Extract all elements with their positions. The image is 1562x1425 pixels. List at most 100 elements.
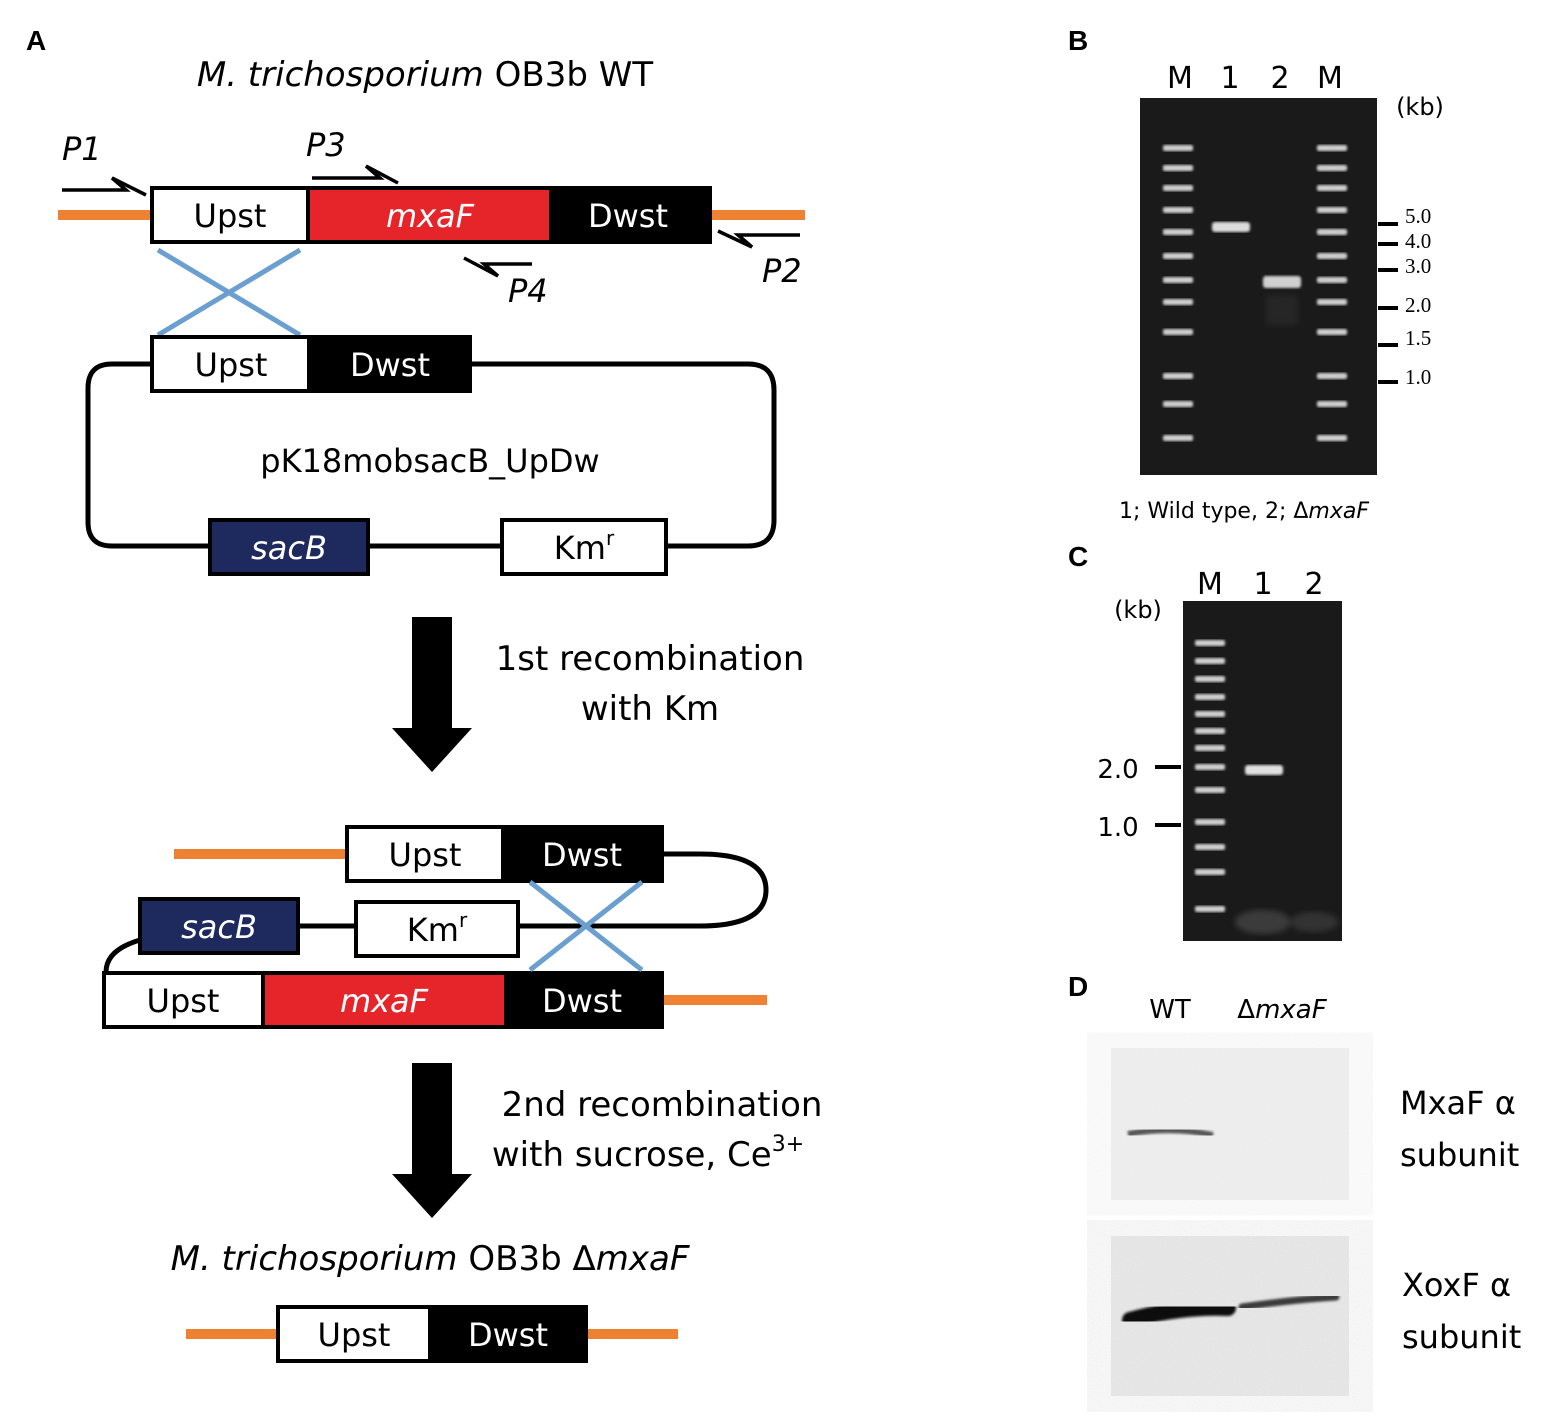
primer-p3-label: P3: [306, 126, 346, 164]
int-mxaf-box: [261, 971, 508, 1029]
gel-c-marker-1: 1.0: [1097, 813, 1138, 843]
dwst-box: [549, 186, 712, 244]
sacb-box: [208, 518, 370, 576]
gel-b-ladder-right-band: [1317, 435, 1347, 441]
plasmid-upst-label: Upst: [195, 346, 268, 384]
blot-col-mut: ΔmxaF: [1237, 995, 1327, 1025]
primer-p4-label: P4: [508, 272, 548, 310]
gel-c-ladder-band: [1195, 694, 1225, 700]
blot-row2-label-2: subunit: [1402, 1318, 1521, 1356]
gel-c-ladder-band: [1195, 676, 1225, 682]
primer-p2-arrow: [717, 229, 800, 249]
step1-line1: 1st recombination: [496, 639, 805, 679]
gel-c-ladder-band: [1195, 819, 1225, 825]
gel-b-marker-3: 3.0: [1405, 254, 1431, 278]
gel-b-caption: 1; Wild type, 2; ΔmxaF: [1119, 499, 1369, 524]
plasmid: Upst Dwst pK18mobsacB_UpDw sacB Kmr: [85, 335, 777, 576]
gel-b-ladder-right-band: [1317, 401, 1347, 407]
blot-mxaf-band-wt: [1127, 1127, 1214, 1138]
gel-c-unit: (kb): [1114, 596, 1162, 624]
step2-line1: 2nd recombination: [502, 1085, 823, 1125]
step-arrow-1: [392, 617, 472, 772]
gel-c-lane-m: M: [1197, 567, 1223, 602]
int-upst2-label: Upst: [147, 982, 220, 1020]
gel-c-ladder: [1195, 640, 1225, 912]
crossover-1: [156, 247, 302, 338]
gel-b-ladder-right-band: [1317, 207, 1347, 213]
plasmid-upst-box: [150, 335, 311, 393]
gel-c-ladder-band: [1195, 658, 1225, 664]
gel-b-ladder-right-band: [1317, 329, 1347, 335]
int-dwst2-box: [504, 971, 664, 1029]
step1-line2: with Km: [581, 689, 719, 729]
gel-c-ladder-band: [1195, 869, 1225, 875]
int-mxaf-label: mxaF: [340, 982, 429, 1020]
blot-row2-label-1: XoxF α: [1402, 1266, 1511, 1304]
blot-col-wt: WT: [1149, 995, 1191, 1025]
gel-b-ladder-left-band: [1163, 253, 1193, 259]
dwst-label: Dwst: [588, 197, 668, 235]
int-kmr-box: [354, 900, 520, 958]
panel-c: C M 1 2 (kb) 2.0 1.0: [1068, 541, 1342, 941]
gel-b-marker-1-5: 1.5: [1405, 326, 1431, 350]
panel-label-c: C: [1068, 541, 1088, 572]
gel-b-lane-m1: M: [1167, 61, 1193, 96]
int-dwst2-label: Dwst: [542, 982, 622, 1020]
gel-b-ladder-left-band: [1163, 277, 1193, 283]
int-sacb-box: [138, 897, 300, 955]
blot-xoxf-band-mut: [1238, 1293, 1340, 1311]
primer-p2-label: P2: [762, 252, 802, 290]
integrated-construct: Upst Dwst sacB Kmr Upst mxaF Dwst: [102, 825, 769, 1029]
gel-b-unit: (kb): [1396, 93, 1444, 121]
gel-c-ladder-band: [1195, 844, 1225, 850]
gel-b-lane-1: 1: [1220, 61, 1239, 96]
int-upst-label: Upst: [389, 836, 462, 874]
gel-b-ladder-left-band: [1163, 145, 1193, 151]
int-dwst-label: Dwst: [542, 836, 622, 874]
gel-b-ladder-left-band: [1163, 373, 1193, 379]
blot-row1-label-1: MxaF α: [1400, 1084, 1516, 1122]
mut-upst-label: Upst: [318, 1316, 391, 1354]
mut-dwst-box: [428, 1305, 588, 1363]
gel-c-ladder-band: [1195, 711, 1225, 717]
sacb-label: sacB: [251, 529, 327, 567]
gel-b-ladder-right-band: [1317, 165, 1347, 171]
gel-b-lane-m2: M: [1317, 61, 1343, 96]
primer-p1-arrow: [62, 176, 147, 197]
panel-d: D WT ΔmxaF MxaF α subunit XoxF α subunit: [1068, 971, 1521, 1396]
gel-b-ladder-right-band: [1317, 277, 1347, 283]
gel-c-ladder-band: [1195, 640, 1225, 646]
gel-b-ladder-right-band: [1317, 253, 1347, 259]
gel-b-band-wt: [1212, 222, 1250, 232]
int-upst2-box: [102, 971, 265, 1029]
panel-label-a: A: [26, 25, 46, 56]
plasmid-name: pK18mobsacB_UpDw: [260, 442, 599, 480]
gel-b-ladder-left-band: [1163, 229, 1193, 235]
mutant-locus: Upst Dwst: [186, 1305, 678, 1363]
mxaf-label: mxaF: [386, 197, 475, 235]
gel-b-band-mut: [1263, 276, 1301, 288]
panel-label-b: B: [1068, 25, 1088, 56]
gel-b-ladder-left-band: [1163, 299, 1193, 305]
blot-xoxf-band-wt: [1122, 1299, 1236, 1328]
gel-b-ladder-right-band: [1317, 373, 1347, 379]
gel-b-lane-2: 2: [1270, 61, 1289, 96]
gel-b-ladder-right-band: [1317, 145, 1347, 151]
gel-c-ladder-band: [1195, 728, 1225, 734]
gel-c-ladder-band: [1195, 906, 1225, 912]
primer-p3-arrow: [312, 164, 399, 185]
gel-b: [1140, 98, 1377, 475]
mut-dwst-label: Dwst: [468, 1316, 548, 1354]
gel-b-markers: 5.0 4.0 3.0 2.0 1.5 1.0: [1378, 204, 1431, 389]
plasmid-dwst-box: [307, 335, 472, 393]
gel-c-band-wt: [1245, 765, 1283, 775]
gel-b-marker-5: 5.0: [1405, 204, 1431, 228]
gel-b-ladder-left-band: [1163, 185, 1193, 191]
gel-c-lane-1: 1: [1253, 567, 1272, 602]
gel-b-ladder-left-band: [1163, 329, 1193, 335]
mutant-strain-title: M. trichosporium OB3b ΔmxaF: [171, 1239, 690, 1279]
primer-p1-label: P1: [62, 130, 102, 168]
kmr-box: [500, 518, 668, 576]
upst-label: Upst: [194, 197, 267, 235]
